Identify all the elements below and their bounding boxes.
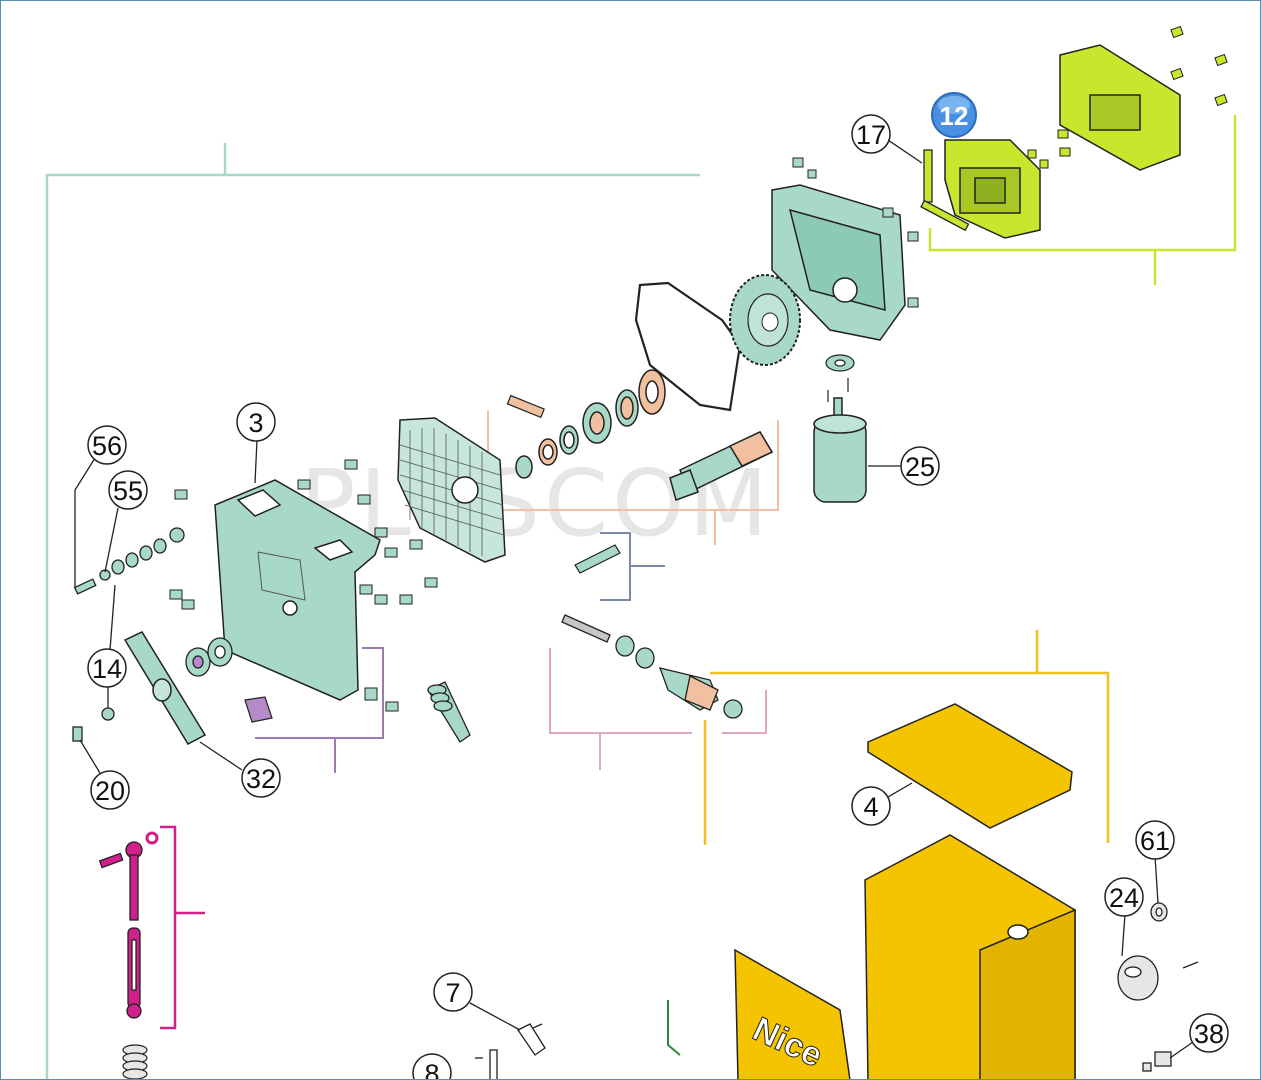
callout-8: 8 <box>412 1053 452 1080</box>
turnbuckle <box>98 831 159 1019</box>
cable <box>667 1000 681 1056</box>
svg-text:56: 56 <box>92 431 122 461</box>
fitting-38-part <box>1142 1051 1172 1072</box>
svg-text:7: 7 <box>445 978 460 1008</box>
dowel-pin <box>506 394 545 419</box>
housing-screws <box>792 157 919 308</box>
motor-housing <box>771 184 906 341</box>
grid-plate <box>397 417 506 563</box>
svg-text:38: 38 <box>1194 1019 1224 1049</box>
yellow-bracket <box>703 630 1110 845</box>
small-shaft <box>574 544 621 574</box>
magenta-bracket <box>160 825 205 1030</box>
plate-screws <box>169 459 438 712</box>
svg-text:32: 32 <box>246 764 276 794</box>
motor-25-part <box>813 397 867 503</box>
pink-bracket <box>549 648 767 770</box>
washer-61-part <box>1150 902 1168 922</box>
part-8-bolt <box>475 1049 498 1080</box>
lever-32-part <box>123 631 207 745</box>
purple-bracket <box>255 647 384 773</box>
large-gear <box>729 274 801 366</box>
callout-55: 55 <box>108 470 148 510</box>
callout-20: 20 <box>90 770 130 810</box>
yellow-cover-4-part <box>867 703 1073 829</box>
svg-text:8: 8 <box>424 1059 439 1080</box>
lime-gearbox-cover <box>1059 44 1181 171</box>
leader-lines <box>74 139 1194 1059</box>
callout-61: 61 <box>1135 820 1175 860</box>
callout-17: 17 <box>851 114 891 154</box>
slate-bracket <box>600 532 665 601</box>
gasket <box>634 281 742 412</box>
lime-screws <box>1027 25 1228 169</box>
svg-text:61: 61 <box>1140 826 1170 856</box>
pin-17-part <box>920 149 970 232</box>
svg-text:20: 20 <box>95 776 125 806</box>
main-plate-3-part <box>214 479 381 701</box>
output-shaft <box>669 431 774 501</box>
svg-text:12: 12 <box>940 101 969 131</box>
callout-14: 14 <box>87 648 127 688</box>
lime-group-bracket <box>928 115 1237 285</box>
callout-32: 32 <box>241 758 281 798</box>
lime-gearbox-housing <box>944 139 1041 239</box>
cams <box>185 637 233 677</box>
svg-text:14: 14 <box>92 654 122 684</box>
worm-shaft <box>561 614 743 719</box>
callout-56: 56 <box>87 425 127 465</box>
highlight-badge-12[interactable]: 12 <box>931 92 977 138</box>
svg-text:3: 3 <box>248 408 263 438</box>
knob-24-part <box>1117 955 1199 1001</box>
front-panel <box>734 948 851 1080</box>
bearings <box>515 369 666 479</box>
callout-7: 7 <box>433 972 473 1012</box>
callout-4: 4 <box>851 786 891 826</box>
svg-text:25: 25 <box>905 452 935 482</box>
spring-bolt <box>427 681 471 743</box>
bracket-7-part <box>517 1023 546 1056</box>
svg-text:55: 55 <box>113 476 143 506</box>
purple-clip <box>244 696 273 723</box>
motor-washer <box>825 354 855 402</box>
callout-25: 25 <box>900 446 940 486</box>
svg-text:4: 4 <box>863 792 878 822</box>
callout-24: 24 <box>1104 877 1144 917</box>
svg-text:17: 17 <box>856 120 886 150</box>
callout-3: 3 <box>236 402 276 442</box>
yellow-cabinet <box>864 834 1076 1080</box>
callout-38: 38 <box>1189 1013 1229 1053</box>
teal-group-bracket <box>45 143 700 1080</box>
spring <box>122 1044 148 1080</box>
washers-14-55 <box>72 527 185 742</box>
svg-text:24: 24 <box>1109 883 1139 913</box>
